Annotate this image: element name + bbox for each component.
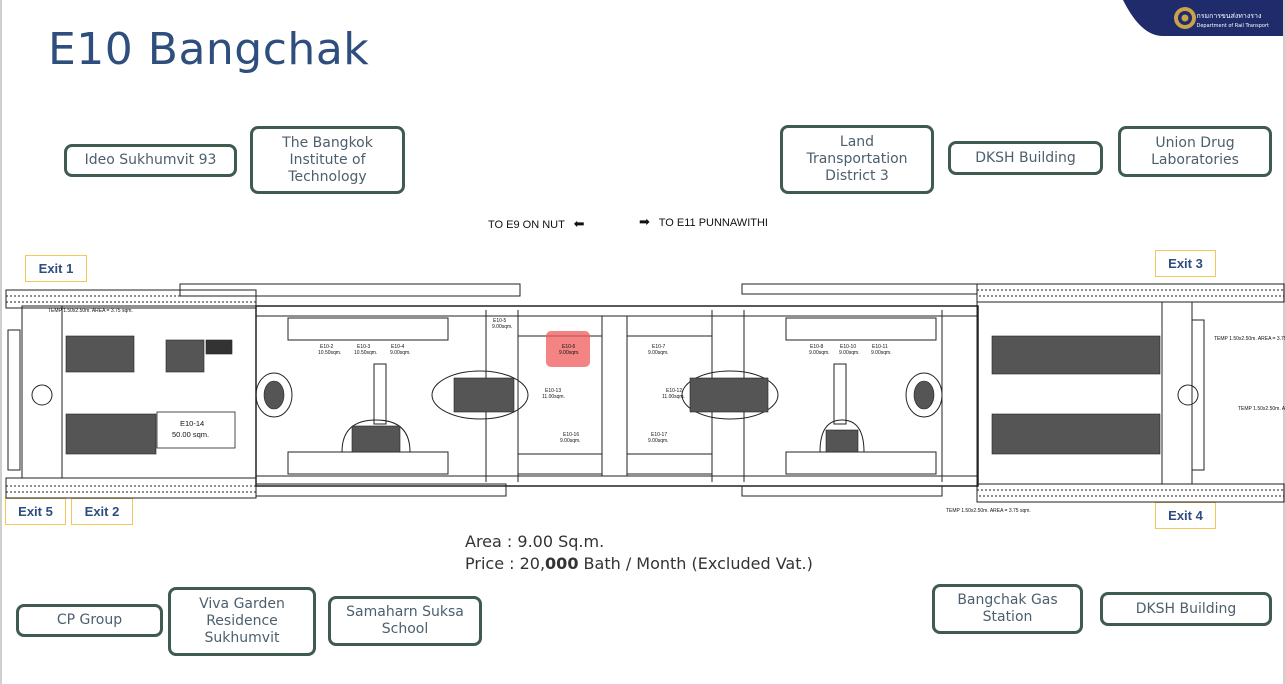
page-title: E10 Bangchak (48, 24, 370, 75)
exit-1-label: Exit 1 (25, 255, 87, 282)
landmark-samaharn-school: Samaharn Suksa School (328, 596, 482, 646)
landmark-dksh-top: DKSH Building (948, 141, 1103, 175)
price-line: Price : 20,000 Bath / Month (Excluded Va… (465, 554, 813, 573)
logo-eng-name: Department of Rail Transport (1196, 23, 1269, 29)
price-bold: 000 (545, 554, 579, 573)
unit-e10-10-area: 9.00sqm. (839, 350, 860, 356)
arrow-right-icon: ➡ (639, 214, 650, 229)
landmark-bangkok-institute: The Bangkok Institute of Technology (250, 126, 405, 194)
highlighted-unit-e10-6 (546, 331, 590, 367)
area-separator: : (501, 532, 518, 551)
direction-east-label: TO E11 PUNNAWITHI (658, 217, 768, 229)
unit-e10-4-code: E10-4 (391, 344, 405, 350)
arrow-left-icon: ⬅ (573, 216, 585, 231)
temp-note-right-top: TEMP 1.50x2.50m. AREA = 3.75 sqm. (1214, 336, 1285, 342)
unit-e10-6-area: 9.00sqm. (559, 350, 580, 356)
price-label: Price (465, 554, 505, 573)
unit-e10-6-code: E10-6 (562, 344, 576, 350)
price-separator: : (504, 554, 520, 573)
landmark-union-drug: Union Drug Laboratories (1118, 126, 1272, 177)
direction-east: ➡ TO E11 PUNNAWITHI (639, 214, 768, 230)
unit-e10-11-code: E10-11 (872, 344, 888, 350)
temp-note-left: TEMP 1.50x2.50m. AREA = 3.75 sqm. (48, 308, 133, 314)
landmark-cp-group: CP Group (16, 604, 163, 637)
unit-e10-16-code: E10-16 (563, 432, 579, 438)
area-value: 9.00 Sq.m. (517, 532, 605, 551)
unit-e10-5-area: 9.00sqm. (492, 324, 513, 330)
unit-e10-11-area: 9.00sqm. (871, 350, 892, 356)
unit-e10-12-code: E10-12 (666, 388, 682, 394)
unit-e10-10-code: E10-10 (840, 344, 856, 350)
area-line: Area : 9.00 Sq.m. (465, 532, 604, 551)
unit-e10-13-code: E10-13 (545, 388, 561, 394)
temp-note-right-bottom: TEMP 1.50x2.50m. AREA = 3.75 sqm. (1238, 406, 1285, 412)
price-unit: Bath / Month (Excluded Vat.) (578, 554, 813, 573)
unit-e10-17-code: E10-17 (651, 432, 667, 438)
landmark-viva-garden: Viva Garden Residence Sukhumvit (168, 587, 316, 656)
area-label: Area (465, 532, 502, 551)
direction-west: TO E9 ON NUT ⬅ (488, 216, 585, 232)
landmark-dksh-bottom: DKSH Building (1100, 592, 1272, 626)
landmark-land-transportation: Land Transportation District 3 (780, 125, 934, 194)
exit-3-label: Exit 3 (1155, 250, 1216, 277)
unit-e10-3-code: E10-3 (357, 344, 371, 350)
unit-e10-7-code: E10-7 (652, 344, 666, 350)
unit-e10-14-area: 50.00 sqm. (172, 430, 209, 439)
logo-thai-name: กรมการขนส่งทางราง (1196, 12, 1262, 20)
unit-e10-4-area: 9.00sqm. (390, 350, 411, 356)
price-prefix: 20, (519, 554, 546, 573)
unit-e10-8-area: 9.00sqm. (809, 350, 830, 356)
unit-e10-17-area: 9.00sqm. (648, 438, 669, 444)
unit-e10-2-code: E10-2 (320, 344, 334, 350)
floor-plan: E10-2 10.50sqm. E10-3 10.50sqm. E10-4 9.… (5, 283, 1285, 514)
unit-labels: E10-2 10.50sqm. E10-3 10.50sqm. E10-4 9.… (48, 308, 1285, 514)
direction-west-label: TO E9 ON NUT (488, 219, 565, 231)
unit-e10-12-area: 11.00sqm. (662, 394, 685, 400)
exit-2-label: Exit 2 (71, 498, 133, 525)
unit-e10-8-code: E10-8 (810, 344, 824, 350)
logo-band (1123, 0, 1283, 36)
unit-e10-2-area: 10.50sqm. (318, 350, 341, 356)
unit-e10-14-code: E10-14 (180, 419, 204, 428)
unit-e10-3-area: 10.50sqm. (354, 350, 377, 356)
landmark-bangchak-gas: Bangchak Gas Station (932, 584, 1083, 634)
temp-note-bottom: TEMP 1.50x2.50m. AREA = 3.75 sqm. (946, 508, 1031, 514)
unit-e10-16-area: 9.00sqm. (560, 438, 581, 444)
landmark-ideo-sukhumvit: Ideo Sukhumvit 93 (64, 144, 237, 177)
logo-text: กรมการขนส่งทางราง Department of Rail Tra… (1196, 11, 1269, 29)
unit-e10-7-area: 9.00sqm. (648, 350, 669, 356)
unit-e10-5-code: E10-5 (493, 318, 507, 324)
unit-e10-13-area: 11.00sqm. (542, 394, 565, 400)
